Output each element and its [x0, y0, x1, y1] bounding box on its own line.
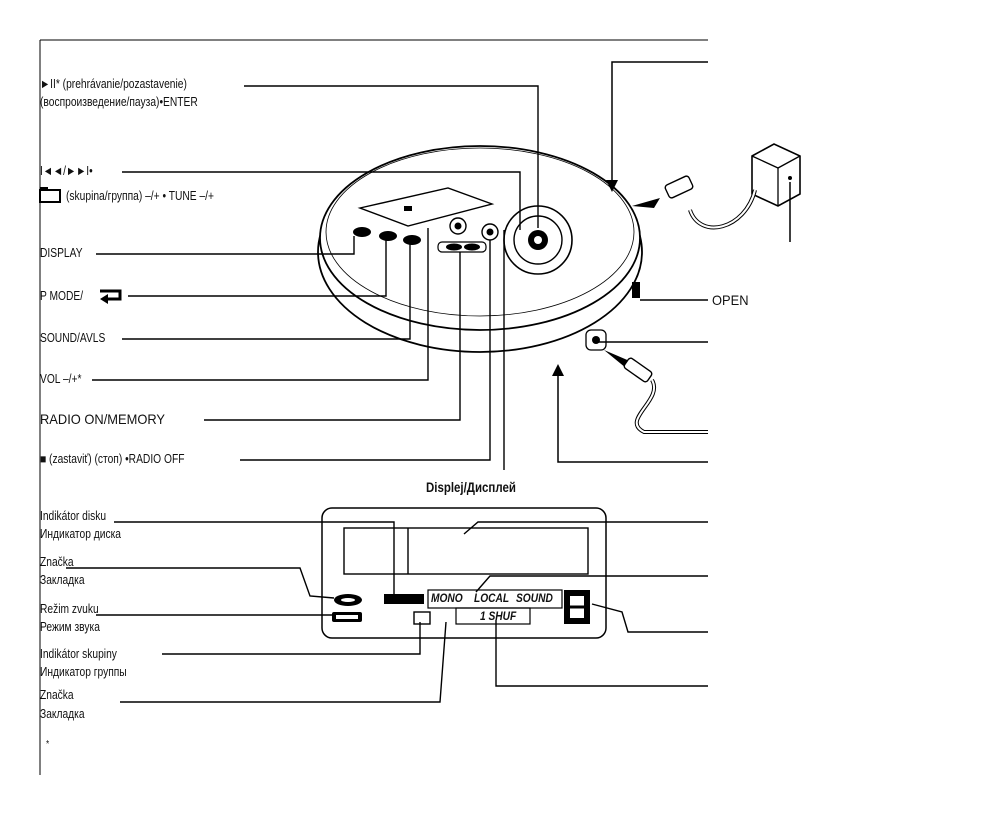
stop-radio-off-label: ■ (zastaviť) (стоп) •RADIO OFF — [40, 452, 185, 466]
lcd-panel — [321, 507, 607, 639]
mark-label-ru: Закладка — [40, 573, 85, 587]
footnote-marker: * — [46, 739, 50, 750]
mark2-label-sk: Značka — [40, 688, 74, 702]
display-heading: Displej/Дисплей — [426, 480, 516, 495]
group-tune-label: (skupina/группа) –/+ • TUNE –/+ — [66, 189, 215, 203]
display-button-label: DISPLAY — [40, 246, 83, 260]
vol-label: VOL –/+* — [40, 372, 82, 386]
ac-adaptor-illustration — [632, 143, 801, 242]
sound-avls-label: SOUND/AVLS — [40, 331, 106, 345]
cd-player-illustration — [317, 145, 643, 353]
mark2-label-ru: Закладка — [40, 707, 85, 721]
lcd-sound: SOUND — [516, 591, 553, 605]
lcd-mono: MONO — [431, 591, 463, 605]
radio-memory-label: RADIO ON/MEMORY — [40, 411, 166, 427]
sound-mode-label-sk: Režim zvuku — [40, 602, 99, 616]
open-label: OPEN — [712, 292, 749, 308]
skip-label: I◄◄/►►I• — [40, 164, 93, 178]
headphone-plug-illustration — [604, 350, 708, 434]
group-indicator-label-ru: Индикатор группы — [40, 665, 127, 679]
mark-label-sk: Značka — [40, 555, 74, 569]
play-pause-label-ru: (воспроизведение/пауза)•ENTER — [40, 95, 198, 109]
lcd-local: LOCAL — [474, 591, 510, 605]
sound-mode-label-ru: Режим звука — [40, 620, 100, 634]
play-pause-label: ►II* (prehrávanie/pozastavenie) — [40, 77, 187, 91]
disc-indicator-label-sk: Indikátor disku — [40, 509, 107, 523]
lcd-track-shuf: 1 SHUF — [480, 609, 517, 623]
disc-indicator-label-ru: Индикатор диска — [40, 527, 122, 541]
p-mode-label: P MODE/ — [40, 289, 84, 303]
group-indicator-label-sk: Indikátor skupiny — [40, 647, 117, 661]
